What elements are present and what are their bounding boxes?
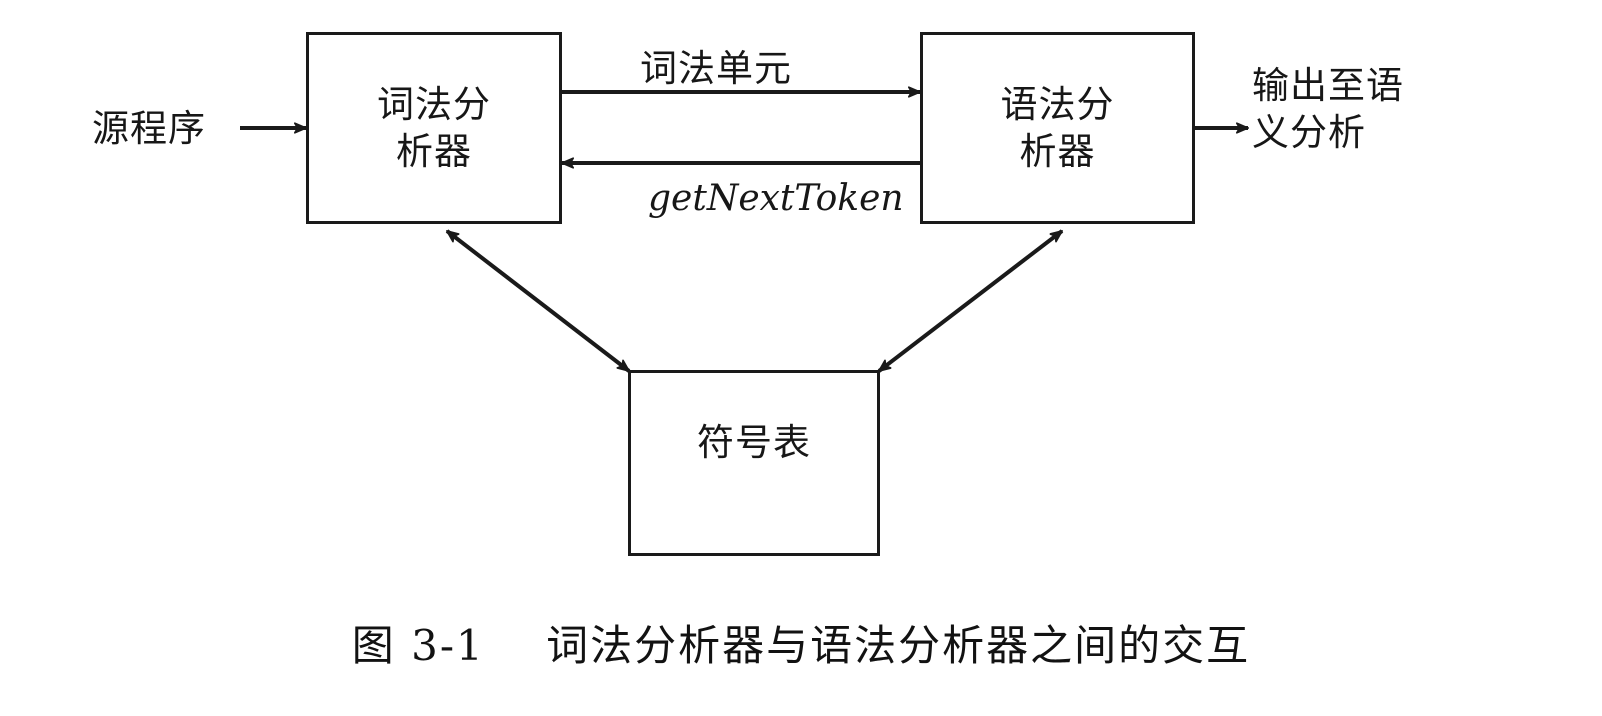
output-to-semantic-label: 输出至语 义分析	[1252, 64, 1404, 155]
token-label: 词法单元	[640, 47, 792, 90]
parser-label: 语法分 析器	[1000, 82, 1115, 173]
figure-caption: 图 3-1 词法分析器与语法分析器之间的交互	[351, 621, 1251, 670]
arrow-lexical-symbol-table	[447, 229, 629, 373]
lexical-analyzer-box[interactable]: 词法分 析器	[306, 32, 562, 224]
arrow-parser-symbol-table	[879, 229, 1062, 373]
symbol-table-label: 符号表	[697, 421, 811, 464]
symbol-table-box[interactable]: 符号表	[628, 370, 880, 556]
source-program-label: 源程序	[92, 107, 206, 150]
get-next-token-label: getNextToken	[648, 178, 904, 219]
lexical-analyzer-label: 词法分 析器	[377, 82, 491, 173]
parser-box[interactable]: 语法分 析器	[920, 32, 1195, 224]
